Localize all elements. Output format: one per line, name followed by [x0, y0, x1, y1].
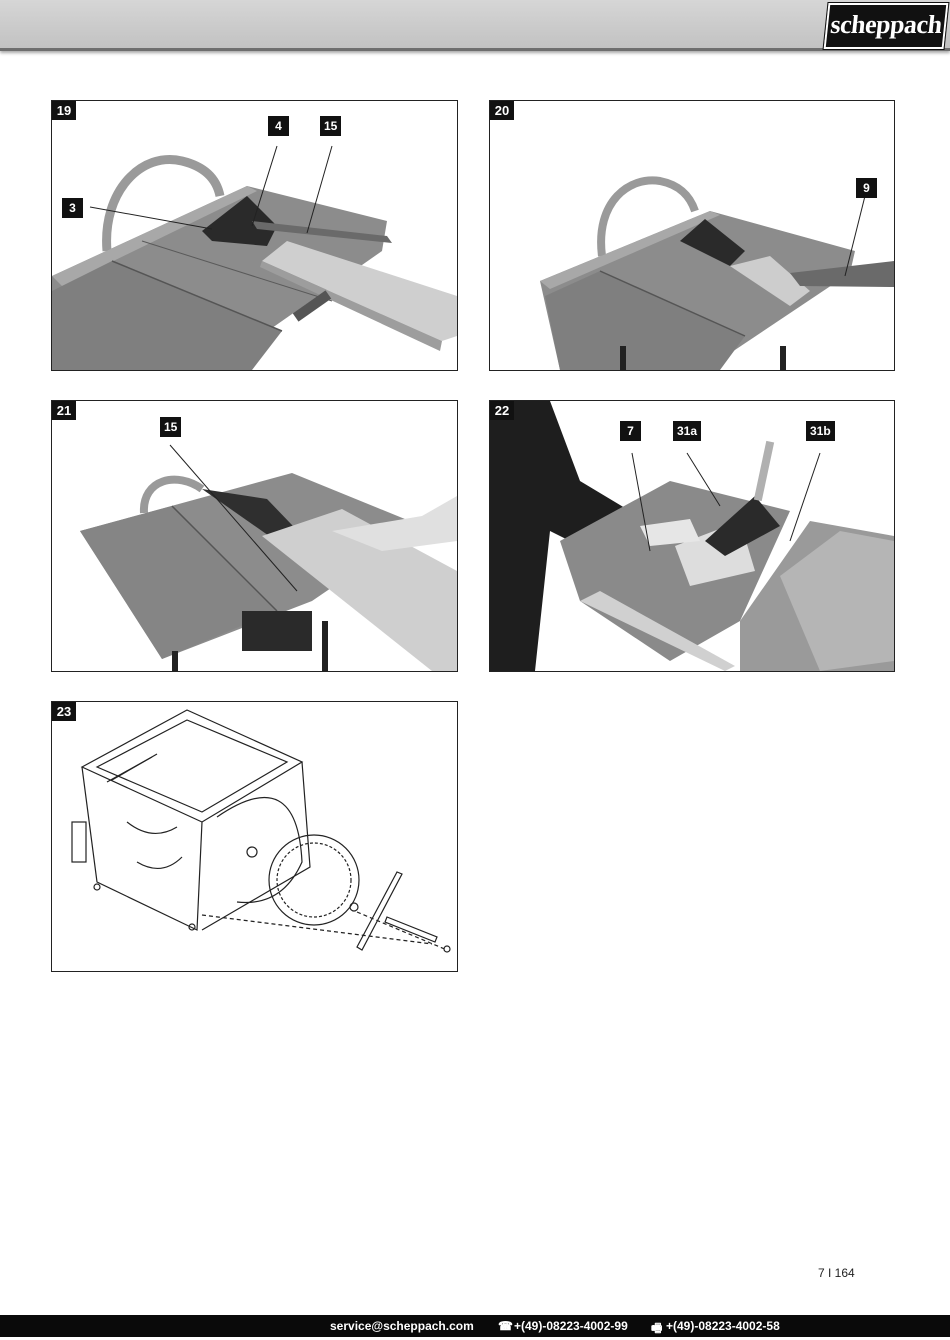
- callout-15: 15: [160, 417, 182, 437]
- figure-22: 22 7 31a 31b: [489, 400, 895, 672]
- callout-15: 15: [320, 116, 342, 136]
- exploded-view-drawing: [71, 709, 451, 953]
- telephone-icon: ☎: [498, 1319, 513, 1333]
- figure-number: 22: [490, 401, 514, 420]
- callout-31a: 31a: [673, 421, 702, 441]
- callout-9: 9: [856, 178, 877, 198]
- figure-number: 23: [52, 702, 76, 721]
- table-saw-photo: [490, 401, 894, 671]
- callout-31b: 31b: [806, 421, 835, 441]
- brand-logo: scheppach: [822, 2, 950, 50]
- figure-20: 20 9: [489, 100, 895, 371]
- figure-23: 23: [51, 701, 458, 972]
- footer-phone: +(49)-08223-4002-99: [514, 1319, 628, 1333]
- footer-fax: +(49)-08223-4002-58: [666, 1319, 780, 1333]
- table-saw-photo: [540, 176, 894, 370]
- figure-number: 20: [490, 101, 514, 120]
- callout-7: 7: [620, 421, 641, 441]
- footer-bar: service@scheppach.com ☎ +(49)-08223-4002…: [0, 1315, 950, 1337]
- table-saw-photo: [80, 444, 457, 671]
- header-bar: scheppach: [0, 0, 950, 51]
- figure-19: 19 4 15 3: [51, 100, 458, 371]
- page-number: 7 I 164: [818, 1266, 855, 1280]
- figure-number: 21: [52, 401, 76, 420]
- footer-email: service@scheppach.com: [330, 1319, 474, 1333]
- callout-3: 3: [62, 198, 83, 218]
- callout-4: 4: [268, 116, 289, 136]
- fax-icon: 🖷: [651, 1321, 663, 1335]
- table-saw-photo: [52, 145, 457, 370]
- figure-21: 21 15: [51, 400, 458, 672]
- figure-number: 19: [52, 101, 76, 120]
